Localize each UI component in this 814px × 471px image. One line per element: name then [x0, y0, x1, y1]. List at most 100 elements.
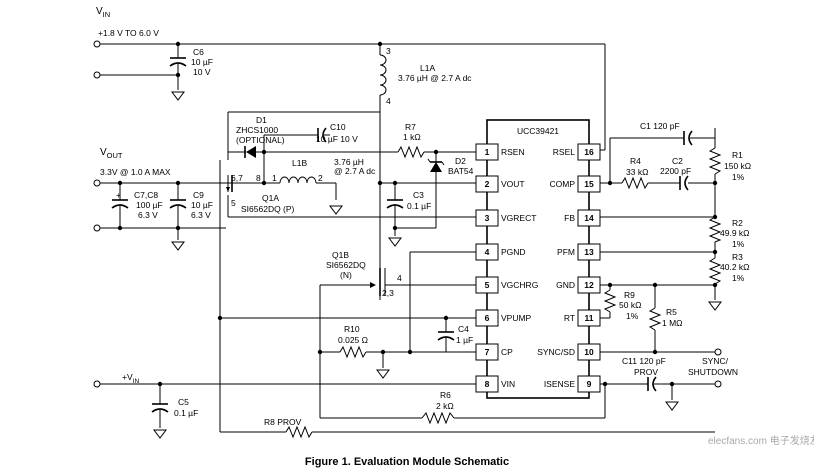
- q1a-value: SI6562DQ (P): [241, 204, 295, 214]
- l1a-pin-top: 3: [386, 46, 391, 56]
- q1b-v2: (N): [340, 270, 352, 280]
- pin-16-name: RSEL: [553, 147, 575, 157]
- pin-4-num: 4: [485, 247, 490, 257]
- r1-v2: 1%: [732, 172, 745, 182]
- r7-ref: R7: [405, 122, 416, 132]
- pin-2-num: 2: [485, 179, 490, 189]
- q1b-pin-d: 4: [397, 273, 402, 283]
- l1b-ref: L1B: [292, 158, 307, 168]
- q1a-ref: Q1A: [262, 193, 279, 203]
- r10-ref: R10: [344, 324, 360, 334]
- c10-value: 10 µF 10 V: [316, 134, 358, 144]
- pin-10-num: 10: [584, 347, 594, 357]
- c2-ref: C2: [672, 156, 683, 166]
- c78-ref: C7,C8: [134, 190, 158, 200]
- c3-ref: C3: [413, 190, 424, 200]
- r9-ref: R9: [624, 290, 635, 300]
- shutdown-label: SHUTDOWN: [688, 367, 738, 377]
- r5-value: 1 MΩ: [662, 318, 683, 328]
- diode-symbols: [244, 146, 445, 172]
- r2-v1: 49.9 kΩ: [720, 228, 750, 238]
- component-labels: C6 10 µF 10 V 3 L1A 3.76 µH @ 2.7 A dc 4…: [116, 46, 751, 427]
- wires: [100, 43, 716, 433]
- vin-label: VIN: [96, 6, 110, 19]
- r2-ref: R2: [732, 218, 743, 228]
- c78-v2: 6.3 V: [138, 210, 158, 220]
- vin-range: +1.8 V TO 6.0 V: [98, 28, 159, 38]
- pin-4-name: PGND: [501, 247, 526, 257]
- r5-ref: R5: [666, 307, 677, 317]
- capacitor-symbols: [111, 57, 693, 413]
- pin-7-name: CP: [501, 347, 513, 357]
- l1b-v2: @ 2.7 A dc: [334, 166, 376, 176]
- r10-value: 0.025 Ω: [338, 335, 368, 345]
- q1b-pins: 2,3: [382, 288, 394, 298]
- pin-12-name: GND: [556, 280, 575, 290]
- watermark-text: elecfans.com 电子发烧友: [708, 434, 814, 447]
- ic-name: UCC39421: [517, 126, 559, 136]
- pin-13-name: PFM: [557, 247, 575, 257]
- pin-16-num: 16: [584, 147, 594, 157]
- pin-8-name: VIN: [501, 379, 515, 389]
- r4-value: 33 kΩ: [626, 167, 648, 177]
- vout-label: VOUT: [100, 147, 123, 160]
- c6-v2: 10 V: [193, 67, 211, 77]
- pin-3-name: VGRECT: [501, 213, 536, 223]
- resistor-symbols: [285, 145, 722, 439]
- pin-8-num: 8: [485, 379, 490, 389]
- pin-11-num: 11: [585, 313, 594, 323]
- c6-ref: C6: [193, 47, 204, 57]
- q1a-pin-c: 5: [231, 198, 236, 208]
- c11-value: PROV: [634, 367, 658, 377]
- l1a-value: 3.76 µH @ 2.7 A dc: [398, 73, 472, 83]
- q1a-pins-a: 6,7: [231, 173, 243, 183]
- q1b-v1: SI6562DQ: [326, 260, 366, 270]
- r7-value: 1 kΩ: [403, 132, 421, 142]
- c3-value: 0.1 µF: [407, 201, 431, 211]
- pin-12-num: 12: [584, 280, 594, 290]
- pin-5-num: 5: [485, 280, 490, 290]
- l1b-v1: 3.76 µH: [334, 157, 364, 167]
- l1a-ref: L1A: [420, 63, 435, 73]
- l1a-pin-bot: 4: [386, 96, 391, 106]
- vin2-label: +VIN: [122, 372, 139, 385]
- r6-value: 2 kΩ: [436, 401, 454, 411]
- ground-symbols: [153, 91, 722, 439]
- inductor-symbols: [279, 54, 387, 184]
- r3-ref: R3: [732, 252, 743, 262]
- pin-15-num: 15: [584, 179, 594, 189]
- r1-ref: R1: [732, 150, 743, 160]
- r3-v1: 40.2 kΩ: [720, 262, 750, 272]
- pin-1-name: RSEN: [501, 147, 525, 157]
- d1-ref: D1: [256, 115, 267, 125]
- figure-caption: Figure 1. Evaluation Module Schematic: [305, 456, 509, 468]
- pin-6-name: VPUMP: [501, 313, 532, 323]
- ic-ucc39421: [475, 119, 601, 399]
- junction-dots: [117, 41, 718, 387]
- c5-value: 0.1 µF: [174, 408, 198, 418]
- supply-labels: VIN +1.8 V TO 6.0 V VOUT 3.3V @ 1.0 A MA…: [96, 6, 171, 385]
- r2-v2: 1%: [732, 239, 745, 249]
- c11-ref: C11 120 pF: [622, 356, 666, 366]
- c1-ref: C1 120 pF: [640, 121, 680, 131]
- pin-7-num: 7: [485, 347, 490, 357]
- r8-ref: R8 PROV: [264, 417, 302, 427]
- c9-v1: 10 µF: [191, 200, 213, 210]
- pin-5-name: VGCHRG: [501, 280, 538, 290]
- pin-9-name: ISENSE: [544, 379, 576, 389]
- q1a-pin-b: 8: [256, 173, 261, 183]
- c4-ref: C4: [458, 324, 469, 334]
- c6-v1: 10 µF: [191, 57, 213, 67]
- pin-1-num: 1: [485, 147, 490, 157]
- pin-15-name: COMP: [550, 179, 576, 189]
- d1-v2: (OPTIONAL): [236, 135, 285, 145]
- pin-11-name: RT: [564, 313, 575, 323]
- d2-value: BAT54: [448, 166, 474, 176]
- sync-label: SYNC/: [702, 356, 729, 366]
- pin-14-num: 14: [584, 213, 594, 223]
- watermark: elecfans.com 电子发烧友: [708, 434, 814, 447]
- vout-spec: 3.3V @ 1.0 A MAX: [100, 167, 171, 177]
- ic-text: UCC39421 1 2 3 4 5 6 7 8 RSEN VOUT VGREC…: [485, 126, 594, 389]
- d2-ref: D2: [455, 156, 466, 166]
- r9-v2: 1%: [626, 311, 639, 321]
